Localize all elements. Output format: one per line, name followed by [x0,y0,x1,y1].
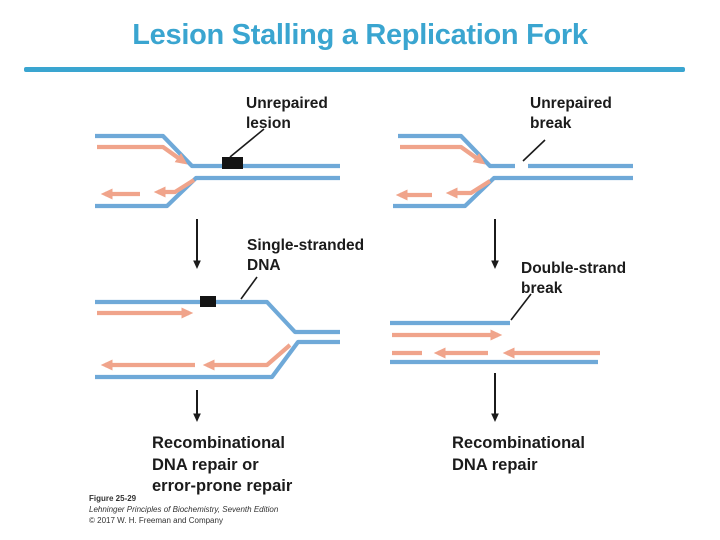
figure-caption: Figure 25-29 Lehninger Principles of Bio… [89,493,278,526]
break-pointer-line [522,139,546,162]
parental-strand-bottom [95,175,340,209]
label-recombinational-repair-left: Recombinational DNA repair or error-pron… [152,434,293,495]
single-stranded-gap-diagram [95,276,340,380]
parental-strand-top [95,299,340,335]
label-unrepaired-break: Unrepaired break [530,95,612,132]
lesion-box [222,157,243,169]
lagging-strand-arrow [202,343,292,371]
fork-with-break-diagram [393,133,633,209]
title-underline [24,67,685,72]
ssdna-pointer-line [240,276,258,300]
lesion-box [200,296,216,307]
lagging-strand-arrow [445,179,492,199]
label-double-strand-break: Double-strand break [521,260,627,297]
parental-strand-top [398,133,515,169]
parental-strand-top [95,133,340,169]
label-unrepaired-lesion: Unrepaired lesion [246,95,328,132]
label-single-stranded-dna: Single-stranded DNA [247,237,365,274]
parental-strand-bottom [393,175,633,209]
label-recombinational-repair-right: Recombinational DNA repair [452,434,585,474]
parental-strand-bottom [95,339,340,380]
dsb-pointer-line [510,293,532,321]
lagging-strand-arrow [153,178,196,198]
leading-strand-arrow [400,144,486,165]
caption-source: Lehninger Principles of Biochemistry, Se… [89,505,279,514]
leading-strand-arrow [97,144,188,165]
double-strand-break-diagram [390,293,600,365]
lesion-pointer-line [229,128,265,158]
caption-figure-number: Figure 25-29 [89,494,137,503]
caption-copyright: © 2017 W. H. Freeman and Company [89,516,223,525]
fork-with-lesion-diagram [95,128,340,209]
slide-title: Lesion Stalling a Replication Fork [132,19,588,51]
